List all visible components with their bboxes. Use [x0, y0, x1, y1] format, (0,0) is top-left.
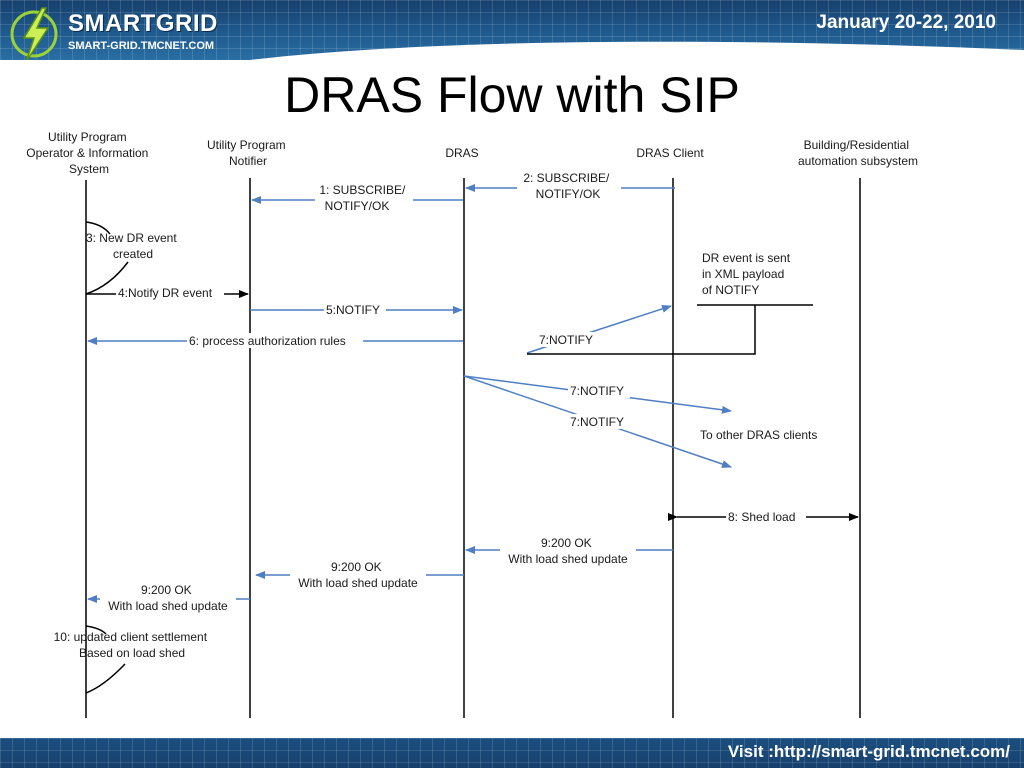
lane-operator-header: Utility Program Operator & Information S… — [26, 130, 151, 176]
self-loop-3-top — [85, 221, 111, 235]
logo-name: SMARTGRID — [68, 10, 218, 37]
label-msg-3: 3: New DR event created — [86, 231, 180, 261]
label-msg-9c: 9:200 OK With load shed update — [108, 583, 228, 613]
header-curve — [250, 41, 1024, 60]
lane-client-header: DRAS Client — [636, 146, 704, 160]
lane-notifier-header: Utility Program Notifier — [207, 138, 289, 168]
label-msg-1: 1: SUBSCRIBE/ NOTIFY/OK — [319, 183, 408, 213]
self-loop-10-top — [85, 625, 107, 635]
lane-dras-header: DRAS — [445, 146, 478, 160]
lane-headers: Utility Program Operator & Information S… — [26, 130, 918, 176]
label-msg-7a: 7:NOTIFY — [539, 333, 593, 347]
label-msg-9a: 9:200 OK With load shed update — [508, 536, 628, 566]
label-msg-9b: 9:200 OK With load shed update — [298, 560, 418, 590]
label-msg-7b: 7:NOTIFY — [570, 384, 624, 398]
label-note: DR event is sent in XML payload of NOTIF… — [702, 251, 793, 297]
header-banner: SMARTGRID SMART-GRID.TMCNET.COM January … — [0, 0, 1024, 60]
slide-title: DRAS Flow with SIP — [284, 67, 740, 123]
label-msg-10: 10: updated client settlement Based on l… — [54, 630, 211, 660]
label-msg-8: 8: Shed load — [728, 510, 795, 524]
self-loop-10-bottom — [85, 663, 126, 694]
event-date: January 20-22, 2010 — [816, 12, 996, 33]
footer-banner: Visit :http://smart-grid.tmcnet.com/ — [0, 738, 1024, 768]
label-msg-5: 5:NOTIFY — [326, 303, 380, 317]
footer-url[interactable]: Visit :http://smart-grid.tmcnet.com/ — [727, 742, 1010, 761]
note-connector — [527, 305, 756, 355]
message-labels: 1: SUBSCRIBE/ NOTIFY/OK 2: SUBSCRIBE/ NO… — [54, 170, 817, 660]
label-msg-2: 2: SUBSCRIBE/ NOTIFY/OK — [523, 171, 612, 201]
label-msg-7c: 7:NOTIFY — [570, 415, 624, 429]
lane-building-header: Building/Residential automation subsyste… — [798, 138, 918, 168]
footer-grid-pattern — [0, 738, 1024, 768]
label-msg-6: 6: process authorization rules — [189, 334, 346, 348]
logo-url: SMART-GRID.TMCNET.COM — [68, 40, 215, 52]
smartgrid-logo: SMARTGRID SMART-GRID.TMCNET.COM — [6, 4, 246, 60]
self-loop-3-bottom — [85, 261, 129, 295]
lightning-icon — [10, 7, 58, 60]
label-other-clients: To other DRAS clients — [700, 428, 817, 442]
label-msg-4: 4:Notify DR event — [118, 286, 213, 300]
